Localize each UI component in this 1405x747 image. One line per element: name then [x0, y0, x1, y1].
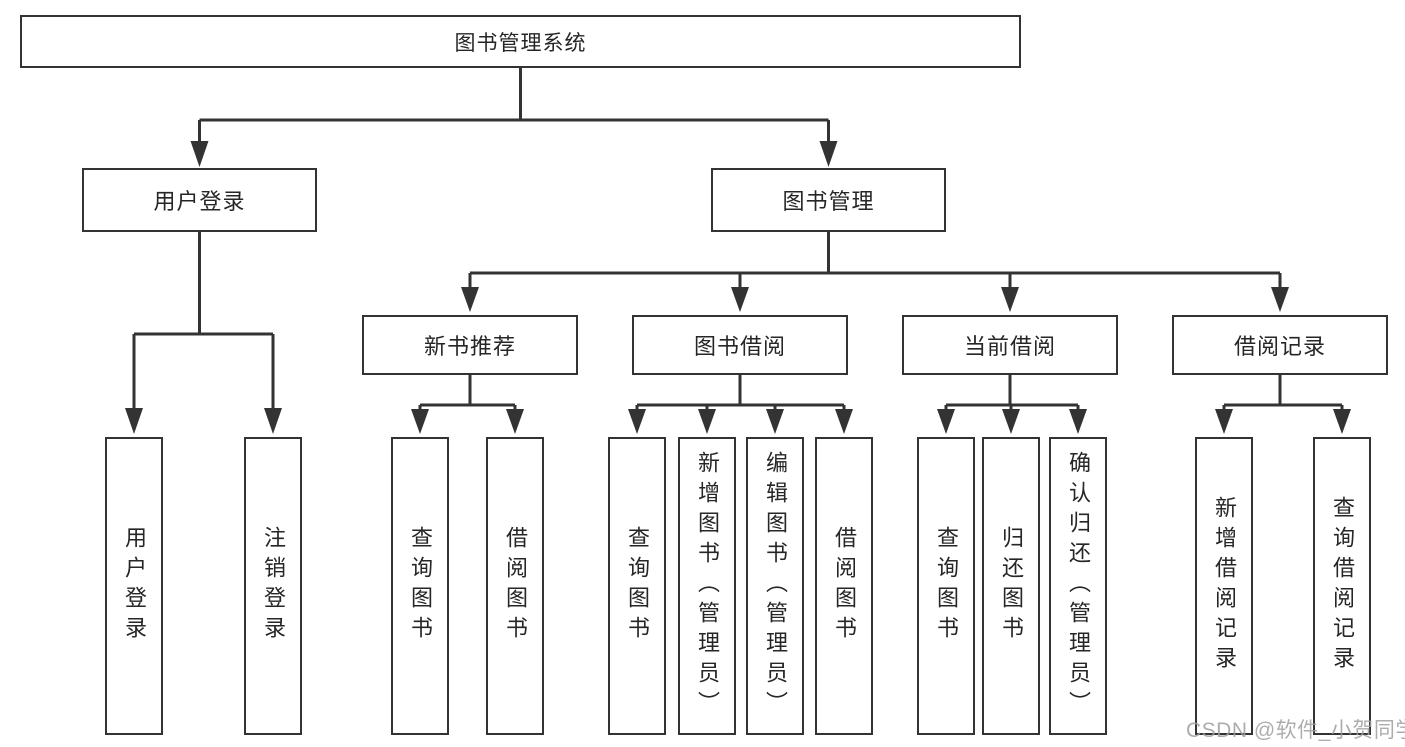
leaf-bb-borrow-books: 借阅图书: [815, 437, 873, 735]
leaf-cb-confirm-return-admin-label: 确认归还（管理员）: [1066, 451, 1091, 721]
leaf-bb-add-books-admin-label: 新增图书（管理员）: [695, 451, 720, 721]
node-new-book-recommend: 新书推荐: [362, 315, 578, 375]
node-book-management: 图书管理: [711, 168, 946, 232]
leaf-bb-query-books-label: 查询图书: [625, 526, 650, 646]
leaf-bb-query-books: 查询图书: [608, 437, 666, 735]
leaf-cb-return-books-label: 归还图书: [999, 526, 1024, 646]
node-user-login: 用户登录: [82, 168, 317, 232]
leaf-logout: 注销登录: [244, 437, 302, 735]
csdn-watermark: CSDN @软件_小贺同学: [1186, 719, 1405, 742]
leaf-nbr-borrow-books-label: 借阅图书: [503, 526, 528, 646]
leaf-user-login: 用户登录: [105, 437, 163, 735]
node-current-borrowing: 当前借阅: [902, 315, 1118, 375]
node-book-borrowing: 图书借阅: [632, 315, 848, 375]
leaf-nbr-query-books: 查询图书: [391, 437, 449, 735]
leaf-cb-query-books-label: 查询图书: [934, 526, 959, 646]
node-library-management-system: 图书管理系统: [20, 15, 1021, 68]
leaf-user-login-label: 用户登录: [122, 526, 147, 646]
leaf-br-add-record-label: 新增借阅记录: [1212, 496, 1237, 676]
leaf-bb-add-books-admin: 新增图书（管理员）: [678, 437, 736, 735]
node-borrow-records: 借阅记录: [1172, 315, 1388, 375]
leaf-logout-label: 注销登录: [261, 526, 286, 646]
leaf-br-query-record: 查询借阅记录: [1313, 437, 1371, 735]
leaf-cb-query-books: 查询图书: [917, 437, 975, 735]
leaf-bb-borrow-books-label: 借阅图书: [832, 526, 857, 646]
leaf-br-query-record-label: 查询借阅记录: [1330, 496, 1355, 676]
leaf-nbr-query-books-label: 查询图书: [408, 526, 433, 646]
leaf-bb-edit-books-admin-label: 编辑图书（管理员）: [763, 451, 788, 721]
leaf-nbr-borrow-books: 借阅图书: [486, 437, 544, 735]
leaf-cb-return-books: 归还图书: [982, 437, 1040, 735]
leaf-bb-edit-books-admin: 编辑图书（管理员）: [746, 437, 804, 735]
leaf-br-add-record: 新增借阅记录: [1195, 437, 1253, 735]
leaf-cb-confirm-return-admin: 确认归还（管理员）: [1049, 437, 1107, 735]
